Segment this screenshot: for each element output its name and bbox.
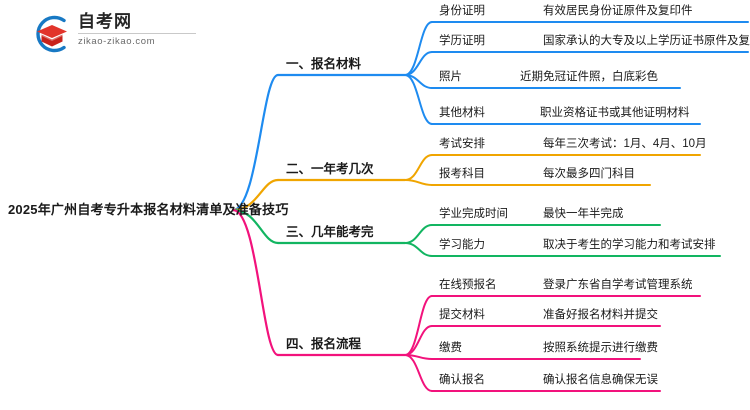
mindmap-detail-4-1[interactable]: 登录广东省自学考试管理系统 [543, 279, 693, 291]
mindmap-branch-node-4[interactable]: 四、报名流程 [286, 337, 362, 351]
logo-divider [78, 33, 196, 34]
connector-line [231, 208, 280, 357]
mindmap-subnode-3-2[interactable]: 学习能力 [439, 239, 485, 251]
mindmap-subnode-4-2[interactable]: 提交材料 [439, 309, 485, 321]
mindmap-subnode-4-3[interactable]: 缴费 [439, 342, 462, 354]
logo-chinese-name: 自考网 [78, 12, 132, 31]
connector-line [404, 224, 433, 244]
mindmap-detail-4-3[interactable]: 按照系统提示进行缴费 [543, 342, 658, 354]
mindmap-detail-1-3[interactable]: 近期免冠证件照，白底彩色 [520, 71, 658, 83]
connector-line [404, 242, 433, 257]
mindmap-detail-1-2[interactable]: 国家承认的大专及以上学历证书原件及复印件 [543, 35, 750, 47]
mindmap-detail-4-4[interactable]: 确认报名信息确保无误 [543, 374, 658, 386]
mindmap-root-node[interactable]: 2025年广州自考专升本报名材料清单及准备技巧 [8, 202, 289, 217]
mindmap-branch-node-1[interactable]: 一、报名材料 [286, 57, 362, 71]
mindmap-detail-1-1[interactable]: 有效居民身份证原件及复印件 [543, 5, 693, 17]
mindmap-detail-3-1[interactable]: 最快一年半完成 [543, 208, 624, 220]
connector-line [231, 73, 280, 212]
mindmap-subnode-3-1[interactable]: 学业完成时间 [439, 208, 508, 220]
mindmap-subnode-4-1[interactable]: 在线预报名 [439, 279, 497, 291]
mindmap-detail-4-2[interactable]: 准备好报名材料并提交 [543, 309, 658, 321]
connector-line [404, 21, 433, 76]
mindmap-subnode-1-2[interactable]: 学历证明 [439, 35, 485, 47]
connector-line [404, 354, 433, 392]
mindmap-detail-2-1[interactable]: 每年三次考试：1月、4月、10月 [543, 138, 707, 150]
mindmap-subnode-4-4[interactable]: 确认报名 [439, 374, 485, 386]
connector-line [404, 74, 433, 125]
mindmap-detail-2-2[interactable]: 每次最多四门科目 [543, 168, 635, 180]
zikao-graduation-cap-logo-icon [36, 15, 67, 53]
mindmap-branch-node-2[interactable]: 二、一年考几次 [286, 162, 374, 176]
connector-line [231, 208, 280, 245]
mindmap-subnode-1-1[interactable]: 身份证明 [439, 5, 485, 17]
mindmap-detail-3-2[interactable]: 取决于考生的学习能力和考试安排 [543, 239, 716, 251]
site-logo[interactable]: 自考网 zikao-zikao.com [30, 10, 220, 58]
logo-text-block: 自考网 zikao-zikao.com [78, 11, 218, 47]
connector-line [404, 179, 433, 186]
mindmap-subnode-1-3[interactable]: 照片 [439, 71, 462, 83]
mindmap-subnode-2-1[interactable]: 考试安排 [439, 138, 485, 150]
connector-line [404, 295, 433, 356]
mindmap-subnode-2-2[interactable]: 报考科目 [439, 168, 485, 180]
logo-domain: zikao-zikao.com [78, 36, 156, 47]
connector-line [231, 178, 280, 212]
mindmap-detail-1-4[interactable]: 职业资格证书或其他证明材料 [540, 107, 690, 119]
connector-line [404, 154, 433, 181]
connector-line [404, 51, 433, 76]
mindmap-branch-node-3[interactable]: 三、几年能考完 [286, 225, 374, 239]
mindmap-subnode-1-4[interactable]: 其他材料 [439, 107, 485, 119]
